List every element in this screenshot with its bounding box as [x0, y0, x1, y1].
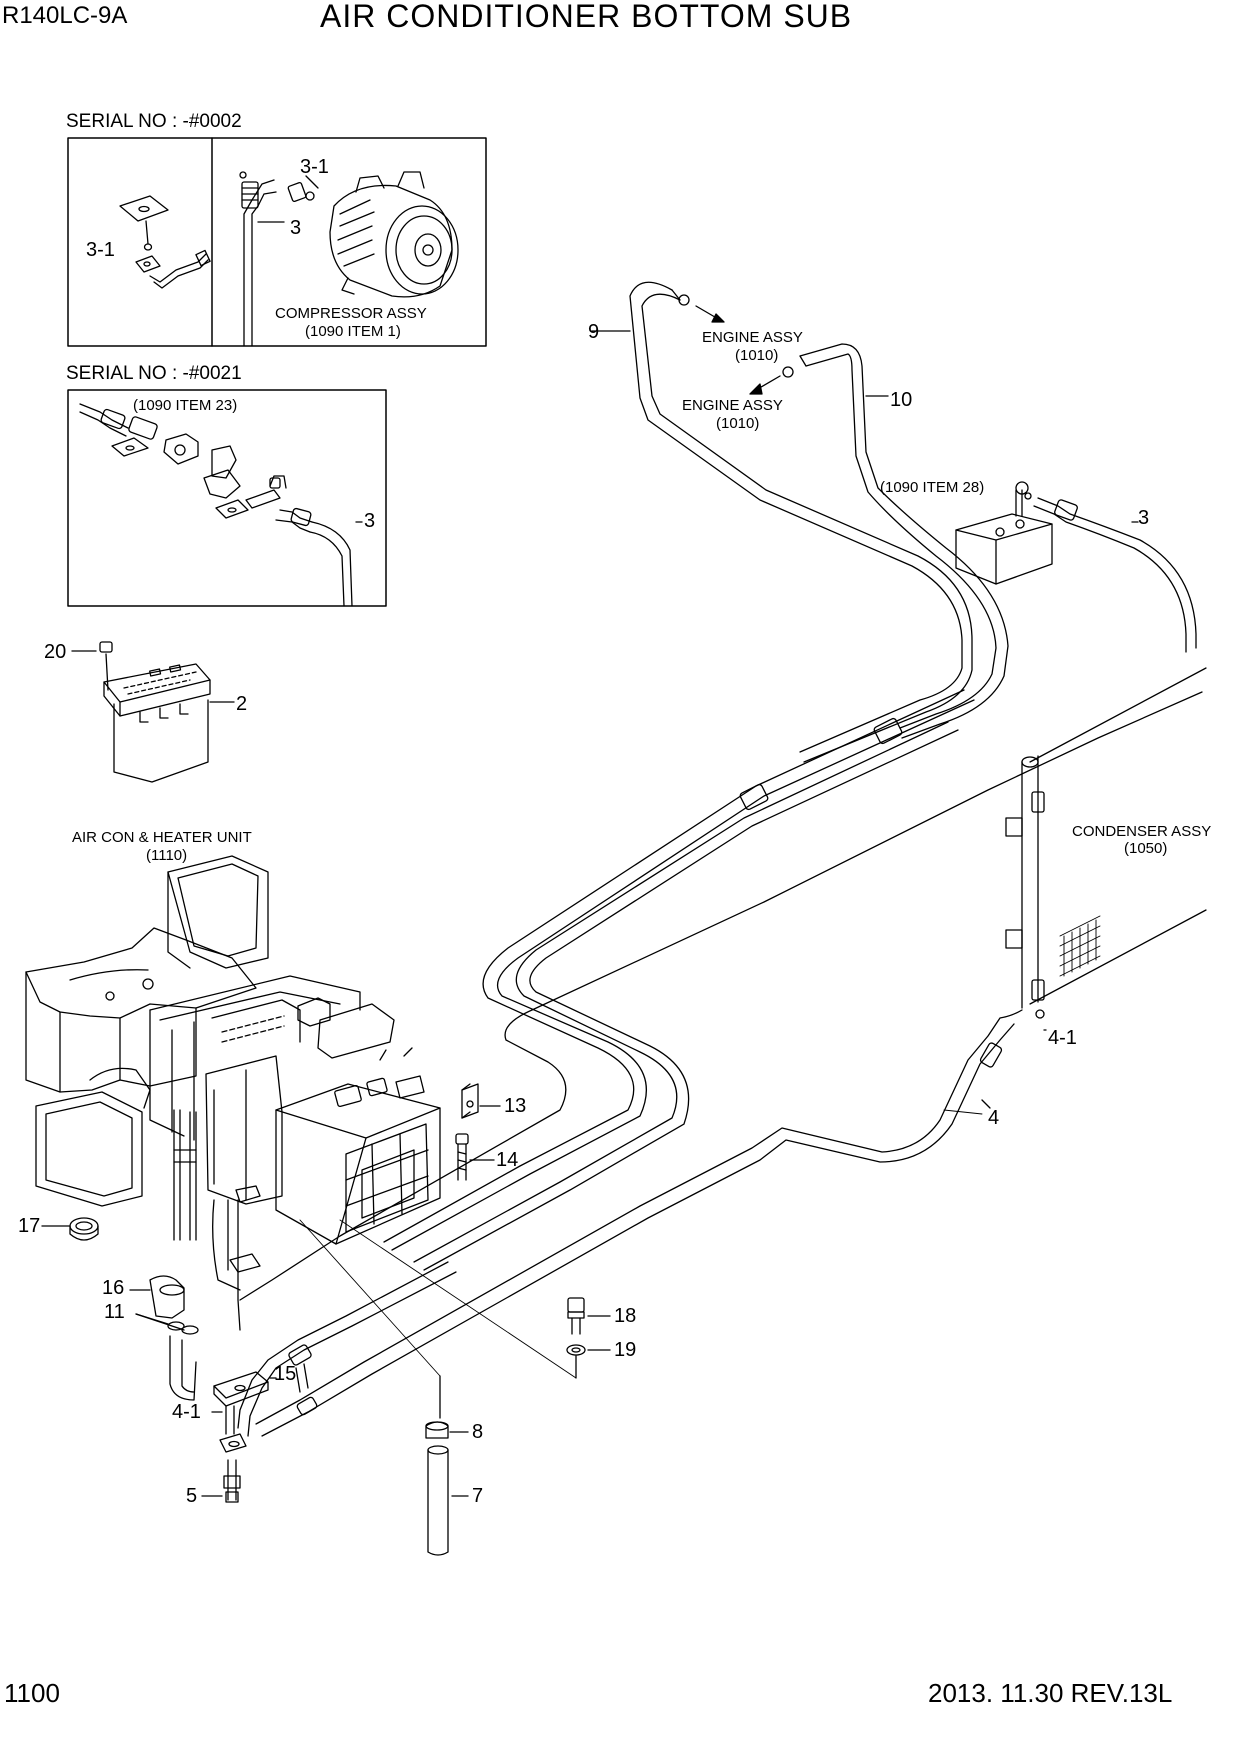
- item23-ref: (1090 ITEM 23): [133, 397, 238, 414]
- bolt-18-icon: [568, 1298, 610, 1334]
- callout-9: 9: [588, 321, 600, 343]
- callout-4: 4: [988, 1107, 1000, 1129]
- bracket-13-icon: [462, 1084, 500, 1118]
- callout-14: 14: [496, 1149, 519, 1171]
- callout-3-main: 3: [1138, 507, 1150, 529]
- bolt-14-icon: [456, 1134, 494, 1180]
- revision-date: 2013. 11.30 REV.13L: [928, 1678, 1173, 1708]
- item28-ref: (1090 ITEM 28): [880, 479, 985, 496]
- control-panel-icon: [72, 642, 234, 782]
- engine-assy-2-code: (1010): [716, 415, 760, 432]
- valve-block-icon: [956, 482, 1052, 584]
- engine-assy-1-code: (1010): [735, 347, 779, 364]
- callout-19: 19: [614, 1339, 637, 1361]
- condenser-code: (1050): [1124, 840, 1168, 857]
- washer-19-icon: [567, 1345, 610, 1378]
- callout-10: 10: [890, 389, 913, 411]
- callout-16: 16: [102, 1277, 125, 1299]
- page-title: AIR CONDITIONER BOTTOM SUB: [320, 0, 853, 34]
- page-number: 1100: [4, 1678, 60, 1708]
- callout-15: 15: [274, 1363, 297, 1385]
- compressor-label: COMPRESSOR ASSY: [275, 305, 427, 322]
- callout-7: 7: [472, 1485, 484, 1507]
- condenser-label: CONDENSER ASSY: [1072, 823, 1212, 840]
- hose-assembly-inset: [80, 404, 362, 606]
- liquid-line: [240, 692, 1202, 1300]
- aircon-code: (1110): [146, 847, 188, 864]
- hose-3-main: [1034, 498, 1196, 652]
- callout-8: 8: [472, 1421, 484, 1443]
- compressor-code: (1090 ITEM 1): [305, 323, 401, 340]
- bolt-5-icon: [202, 1406, 246, 1502]
- callout-4-1-right: 4-1: [1048, 1027, 1077, 1049]
- hose-lower-pair: [238, 1262, 456, 1436]
- arrow-engine-2-icon: [750, 376, 780, 394]
- callout-3-top-inset: 3: [290, 217, 302, 239]
- grommet-17-icon: [42, 1218, 98, 1240]
- engine-assy-2: ENGINE ASSY: [682, 397, 783, 414]
- model-number: R140LC-9A: [2, 2, 128, 29]
- aircon-unit-icon: [26, 856, 440, 1400]
- serial-bottom: SERIAL NO : -#0021: [66, 363, 242, 384]
- hose-9: [592, 282, 972, 762]
- clip-8-icon: [426, 1376, 468, 1438]
- callout-11: 11: [104, 1301, 125, 1323]
- compressor-icon: [330, 172, 458, 297]
- arrow-engine-1-icon: [696, 306, 724, 322]
- hose-bundle-main: [384, 690, 974, 1270]
- hose-4: [256, 1010, 1046, 1436]
- inset-bottom-frame: [68, 390, 386, 606]
- condenser-icon: [1006, 668, 1206, 1008]
- callout-3-1-bracket: 3-1: [86, 239, 115, 261]
- drain-hose-7-icon: [428, 1446, 468, 1555]
- clamp-15-icon: [214, 1372, 276, 1406]
- callout-5: 5: [186, 1485, 198, 1507]
- inset-top-frame: [68, 138, 486, 346]
- callout-2: 2: [236, 693, 248, 715]
- callout-3-bottom-inset: 3: [364, 510, 376, 532]
- callout-17: 17: [18, 1215, 41, 1237]
- leader-lines: [300, 1110, 982, 1378]
- bracket-plate-icon: [120, 196, 210, 288]
- serial-top: SERIAL NO : -#0002: [66, 111, 242, 132]
- engine-assy-1: ENGINE ASSY: [702, 329, 803, 346]
- callout-20: 20: [44, 641, 67, 663]
- aircon-label: AIR CON & HEATER UNIT: [72, 829, 252, 846]
- hose-10: [783, 344, 1008, 738]
- callout-18: 18: [614, 1305, 637, 1327]
- callout-3-1-compressor: 3-1: [300, 156, 329, 178]
- callout-13: 13: [504, 1095, 527, 1117]
- callout-4-1-left: 4-1: [172, 1401, 201, 1423]
- hose-3-inset: [240, 172, 318, 346]
